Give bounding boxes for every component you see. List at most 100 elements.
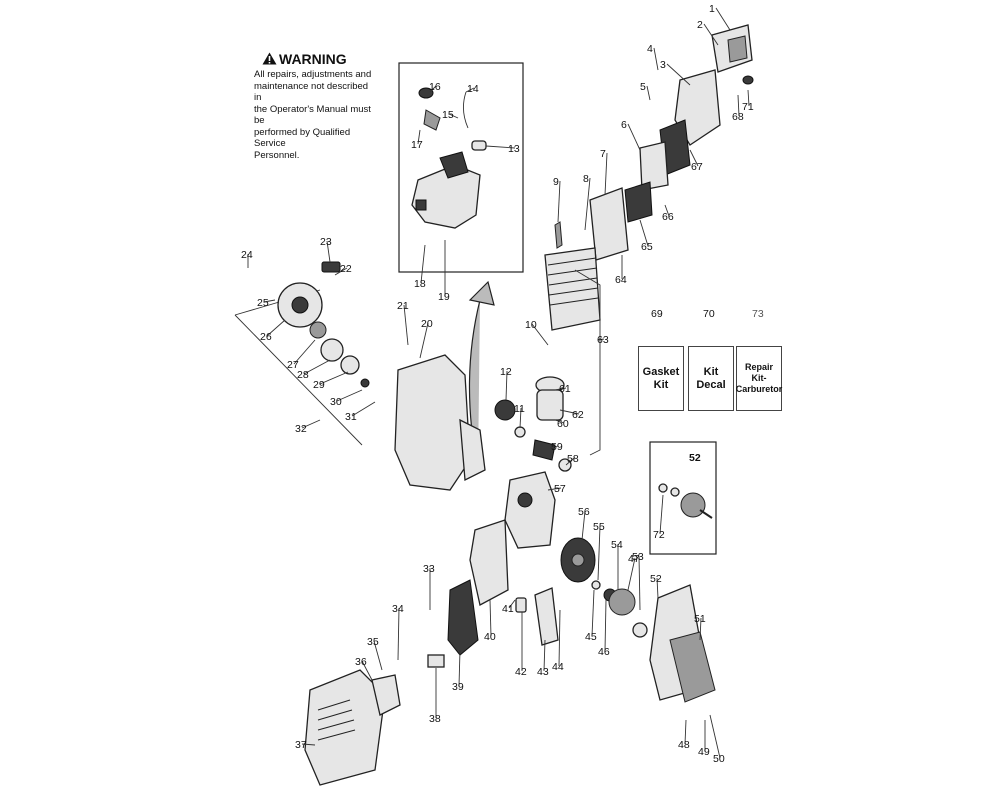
part-number-41: 41 <box>502 603 514 615</box>
leader-line-10 <box>531 323 549 346</box>
engine-housing-20 <box>394 354 471 491</box>
part-number-20: 20 <box>421 318 433 330</box>
inset-part-number-52: 52 <box>689 452 701 464</box>
part-number-49: 49 <box>698 746 710 758</box>
part-number-17: 17 <box>411 139 423 151</box>
filter-38 <box>427 654 445 668</box>
part-number-51: 51 <box>694 613 706 625</box>
part-17 <box>423 109 441 131</box>
cover-37 <box>304 669 386 786</box>
leader-line-15 <box>448 113 459 119</box>
arrow-head <box>468 280 495 306</box>
leader-line-66 <box>664 204 670 217</box>
part-number-37: 37 <box>295 739 307 751</box>
leader-line-7 <box>604 152 608 196</box>
handle-housing <box>411 164 481 229</box>
part-number-33: 33 <box>423 563 435 575</box>
inset-box-shaft <box>649 441 717 555</box>
part-number-4: 4 <box>647 43 653 55</box>
leader-line-51 <box>699 617 702 641</box>
leader-line-8 <box>584 177 591 231</box>
shaft-52 <box>632 622 648 638</box>
part-number-23: 23 <box>320 236 332 248</box>
handle-grip <box>439 151 469 179</box>
leader-line-59 <box>549 445 559 449</box>
leader-line-62 <box>559 409 580 415</box>
warning-text: All repairs, adjustments and maintenance… <box>254 69 372 161</box>
kit-70-number: 70 <box>703 308 715 320</box>
leader-line-50 <box>709 714 721 759</box>
part-number-14: 14 <box>467 83 479 95</box>
leader-line-35 <box>373 640 383 671</box>
part-number-52: 52 <box>650 573 662 585</box>
leader-line-17 <box>417 129 421 145</box>
part-number-22: 22 <box>340 263 352 275</box>
piston <box>536 389 564 421</box>
part-number-32: 32 <box>295 423 307 435</box>
part-number-60: 60 <box>557 418 569 430</box>
flywheel-hub <box>571 553 585 567</box>
part-number-44: 44 <box>552 661 564 673</box>
leader-line-3 <box>666 63 691 86</box>
part-number-12: 12 <box>500 366 512 378</box>
part-number-27: 27 <box>287 359 299 371</box>
bearing-57 <box>558 458 572 472</box>
part-number-5: 5 <box>640 81 646 93</box>
part-number-29: 29 <box>313 379 325 391</box>
leader-line-28 <box>303 359 331 375</box>
washer-11 <box>514 426 526 438</box>
kit-70-line1: Kit <box>703 365 719 378</box>
leader-line-61 <box>554 387 567 391</box>
leader-line-12 <box>505 370 508 401</box>
bracket-62 <box>574 269 601 456</box>
leader-line-68 <box>737 94 740 117</box>
part-number-68: 68 <box>732 111 744 123</box>
part-number-25: 25 <box>257 297 269 309</box>
part-number-18: 18 <box>414 278 426 290</box>
leader-line-4 <box>653 47 659 71</box>
handle-mount <box>415 199 427 211</box>
housing-side <box>459 418 486 482</box>
screw-30 <box>360 378 370 388</box>
crank-bearing <box>517 492 533 508</box>
part-number-8: 8 <box>583 173 589 185</box>
leader-line-45 <box>591 589 595 637</box>
warning-line: maintenance not described in <box>254 80 369 104</box>
kit-box-69: Gasket Kit <box>638 346 684 411</box>
part-number-54: 54 <box>611 539 623 551</box>
part-number-39: 39 <box>452 681 464 693</box>
part-number-34: 34 <box>392 603 404 615</box>
gasket-6 <box>639 141 669 191</box>
part-number-50: 50 <box>713 753 725 765</box>
leader-line-72 <box>659 494 664 535</box>
leader-line-37 <box>301 743 316 746</box>
leader-line-27 <box>293 339 316 365</box>
part-number-57: 57 <box>554 483 566 495</box>
leader-line-22 <box>334 267 348 276</box>
part-number-42: 42 <box>515 666 527 678</box>
shaft-52-inset <box>680 492 706 518</box>
boot-42 <box>515 597 527 613</box>
leader-line-71 <box>747 89 750 107</box>
leader-line-44 <box>558 609 561 667</box>
leader-line-67 <box>689 149 699 167</box>
leader-line-65 <box>639 219 649 247</box>
leader-line-23 <box>326 240 331 263</box>
leader-line-13 <box>485 145 516 149</box>
ignition-43 <box>534 587 559 646</box>
leader-line-60 <box>554 419 565 424</box>
pawl-29 <box>340 355 360 375</box>
part-16-switch <box>418 87 434 99</box>
warning-line: All repairs, adjustments and <box>254 69 372 80</box>
part-number-67: 67 <box>691 161 703 173</box>
part-number-36: 36 <box>355 656 367 668</box>
kit-73-line1: Repair Kit- <box>744 362 773 383</box>
leader-line-31 <box>351 401 376 417</box>
heat-shield-7 <box>589 187 629 261</box>
part-number-64: 64 <box>615 274 627 286</box>
part-14-wire <box>463 91 469 129</box>
leader-line-57 <box>547 487 562 491</box>
knob-68 <box>742 75 754 85</box>
fuel-tank-39 <box>447 579 479 656</box>
shield-40 <box>469 519 509 606</box>
